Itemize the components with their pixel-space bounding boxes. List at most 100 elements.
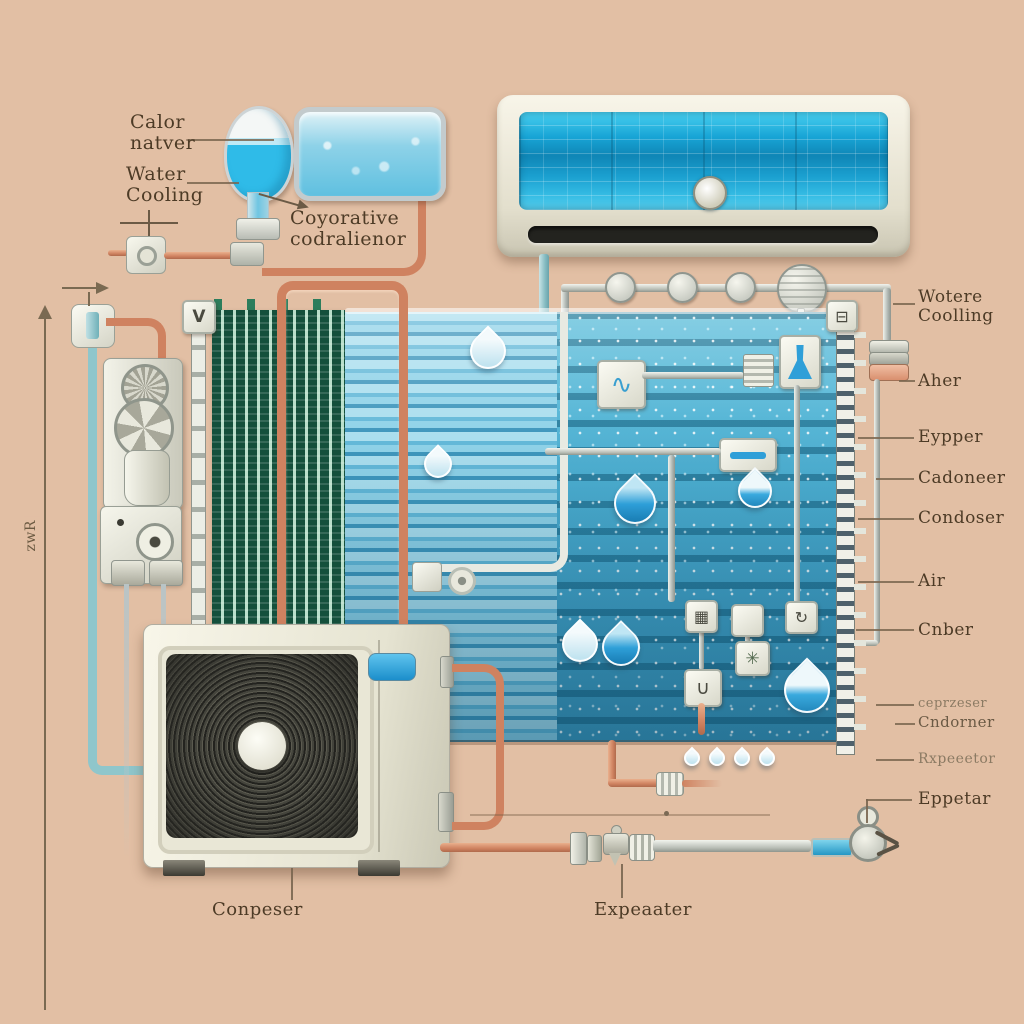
guide-dot [664,811,669,816]
cadoneer-pointer [876,478,914,480]
label-expansion: Expeaater [594,899,692,920]
outlet-plug [86,312,99,339]
connector-pipe [545,448,721,455]
pipe-medallion-large [777,264,827,314]
ribbed-connector [743,354,774,387]
up-arrowhead [38,305,52,319]
brand-badge [368,653,416,681]
flask-lower-fitting [230,242,264,266]
droplet-small [705,746,729,770]
droplet-small [680,746,704,770]
teal-pipe-run [88,346,155,775]
label-aher: Aher [918,371,962,391]
fan-hub [238,722,286,770]
ac-emblem [693,176,727,210]
rxpeeetor-pointer [876,759,914,761]
panel-drain-copper-v [608,740,616,786]
label-cadoneer: Cadoneer [918,468,1006,488]
ac-vent-slot [528,226,878,243]
v-marker-glyph: V [192,307,206,327]
ball-valve-body [849,824,887,862]
right-thin-pipe [874,379,880,644]
blank-square-icon [731,604,764,637]
v-marker-icon: V [182,300,216,334]
cross-mark-v [148,210,150,236]
pipe-coupling [629,834,655,861]
fan-glyph: ✳ [745,648,760,669]
connector-pipe [642,372,744,379]
droplet-small [730,746,754,770]
pipe-medallion [605,272,636,303]
right-arrowhead [96,282,109,294]
aher-pointer [899,380,915,382]
copper-loop-pipe [277,281,408,632]
device-hex-fitting [111,560,145,586]
label-rxpeeetor: Rxpeeetor [918,751,996,767]
vertical-measure-label: zwR [23,516,40,556]
label-ceprzeser: ceprzeser [918,696,988,711]
measure-line-top [62,287,98,289]
panel-drain-copper-h [608,779,660,787]
water-cooling-pointer [187,182,239,184]
fan-icon: ✳ [735,641,770,676]
drain-valve-body [603,833,629,855]
wotere-pointer [893,303,915,305]
copper-coupling [656,772,684,796]
blue-pipe-segment [811,838,853,857]
eypper-pointer [858,437,914,439]
label-eypper: Eypper [918,427,983,447]
connector-pipe [794,385,800,603]
copper-supply-left [108,250,128,256]
faint-guide-line [470,814,770,816]
panel-right-ladder [836,325,855,755]
u-coil-glyph: ∪ [696,677,710,699]
bottom-gray-pipe [653,840,811,852]
connector-pipe [745,633,750,643]
bottom-copper-pipe [440,843,573,852]
flange [587,835,602,862]
device-indicator-dot [117,519,124,526]
flange [570,832,587,865]
label-water-cooling-right: Wotere Coolling [918,287,994,327]
device-dial [114,398,174,458]
label-condoser: Condoser [918,508,1005,528]
device-canister [124,450,170,506]
panel-left-rail [191,322,206,642]
label-color-water: Calor natver [130,111,196,155]
measure-line-vertical [44,318,46,1010]
unit-copper-loop [452,664,504,830]
copper-flask-to-tank [262,196,426,276]
loop-glyph: ↻ [794,608,809,627]
left-valve-block [126,236,166,274]
panel-right-fins [854,332,866,747]
slot-component [719,438,777,472]
flask-bulb [224,106,294,202]
slot-glyph [730,451,766,459]
condoser-pointer [858,518,914,520]
eppetar-pointer [866,799,912,801]
connector-pipe [699,629,704,670]
pipe-washer [448,567,476,595]
blue-flask-icon [779,335,821,389]
label-eppetar: Eppetar [918,789,991,809]
panel-bottom-shadow [212,740,838,745]
ac-drain-pipe [539,254,549,318]
right-down-pipe [883,288,891,342]
label-air: Air [918,571,946,591]
valve-bolt [137,246,157,266]
drain-valve-tip [609,853,621,866]
air-pointer [858,581,914,583]
cnber-pointer [856,629,914,631]
medallion-riser-pipe [561,286,569,320]
label-evaporative-condenser: Coyorative codralienor [290,207,407,251]
flask-valve [236,218,280,240]
corner-box-icon: ⊟ [826,300,858,332]
conpeser-pointer [291,868,293,900]
pipe-medallion [667,272,698,303]
water-tank [294,107,446,201]
blue-flask-glyph [788,345,812,379]
corner-box-glyph: ⊟ [835,306,849,326]
device-drain-pipe [124,584,129,860]
device-round-knob [136,523,174,561]
